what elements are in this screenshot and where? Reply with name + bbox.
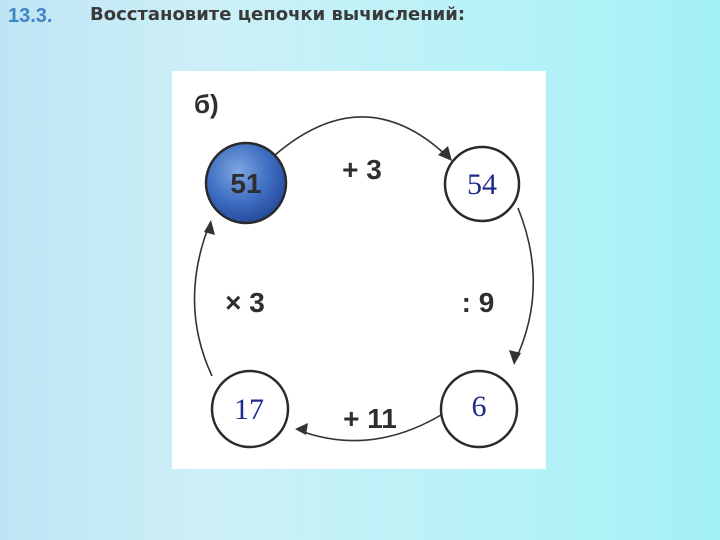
operation-top: + 3 [342,154,382,185]
node-value-top-right: 54 [467,168,497,201]
operation-left: × 3 [225,287,265,318]
arrowhead-left [204,220,215,235]
arrow-left [193,222,213,377]
arrow-top [274,116,451,160]
instruction-text: Восстановите цепочки вычислений: [90,4,466,25]
part-label: б) [194,89,219,119]
operation-bottom: + 11 [343,403,397,434]
node-bottom-left [210,369,290,449]
header: 13.3. Восстановите цепочки вычислений: [0,0,720,34]
diagram-panel: б) 51 54 6 17 + 3 : 9 + 11 × 3 [172,71,546,469]
node-top-right [443,145,521,223]
arrow-bottom [297,411,447,442]
arrowhead-bottom [295,423,308,435]
exercise-number: 13.3. [8,5,53,27]
arrowhead-top [438,146,452,161]
node-value-start: 51 [230,168,261,199]
operation-right: : 9 [462,287,495,318]
arrow-right [514,207,535,362]
node-top-left [204,141,288,225]
node-value-bottom-left: 17 [234,393,264,426]
arrow-heads [204,146,521,435]
cycle-diagram: б) 51 54 6 17 + 3 : 9 + 11 × 3 [193,89,535,449]
cycle-arrows [193,116,535,442]
node-bottom-right [439,369,519,449]
node-value-bottom-right: 6 [472,390,487,423]
arrowhead-right [509,350,521,365]
